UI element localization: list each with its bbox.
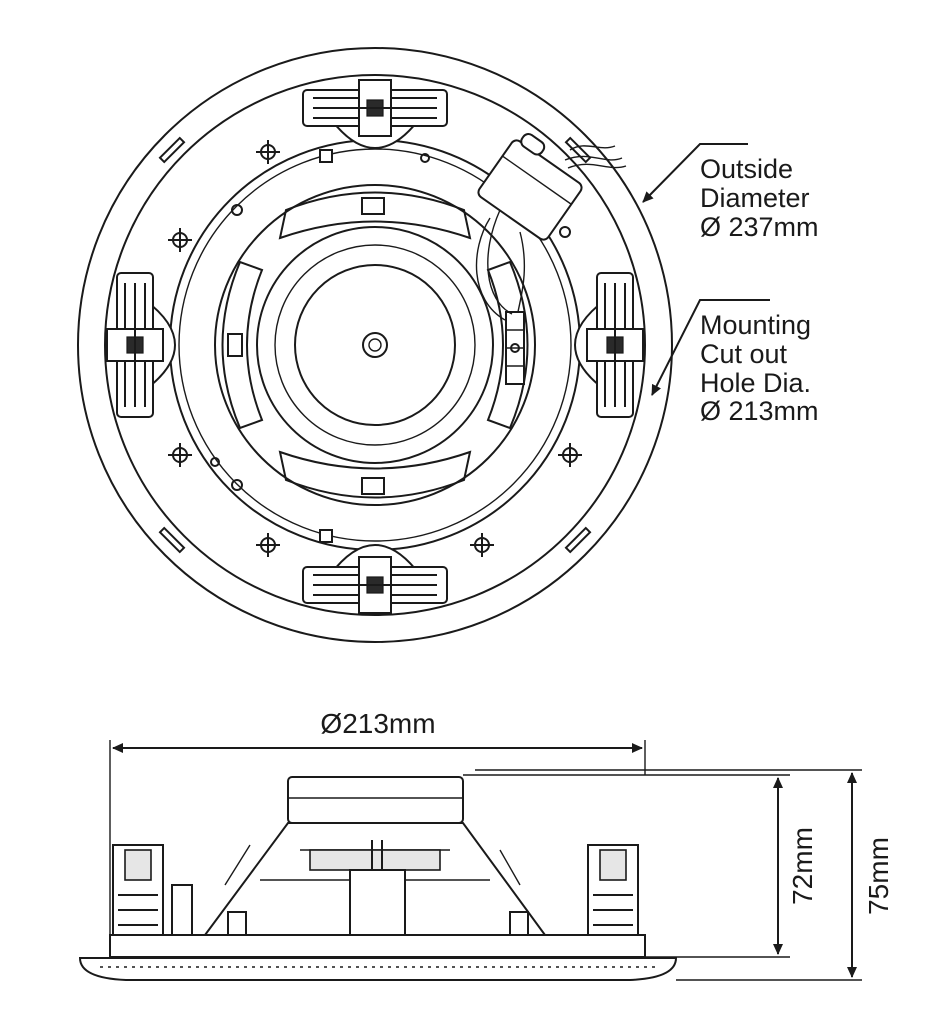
center-hole bbox=[362, 332, 388, 358]
side-view: Ø213mm bbox=[78, 708, 894, 981]
inner-rim bbox=[104, 74, 646, 616]
label-outside-diameter: Outside Diameter Ø 237mm bbox=[700, 154, 819, 242]
terminal-block bbox=[505, 311, 525, 385]
crossover-box bbox=[477, 133, 583, 241]
cutout-line-1: Mounting bbox=[700, 310, 811, 340]
basket-ring bbox=[214, 184, 536, 506]
cutout-line-4: Ø 213mm bbox=[700, 396, 819, 426]
callout-cutout bbox=[651, 299, 770, 396]
width-dimension: Ø213mm bbox=[320, 708, 435, 739]
mounting-flange bbox=[109, 934, 646, 958]
cutout-line-2: Cut out bbox=[700, 339, 788, 369]
callout-outside bbox=[642, 143, 748, 203]
clamp-top bbox=[302, 79, 448, 149]
magnet bbox=[287, 776, 464, 824]
dust-cap bbox=[294, 264, 456, 426]
mounting-screws bbox=[168, 140, 582, 557]
frame-holes bbox=[210, 149, 571, 543]
outside-line-1: Outside bbox=[700, 154, 793, 184]
rim-slots bbox=[158, 136, 592, 554]
body-depth-dimension: 72mm bbox=[787, 827, 818, 905]
clamp-left bbox=[106, 272, 176, 418]
grille-face bbox=[78, 957, 678, 981]
wires bbox=[475, 145, 627, 321]
basket-windows bbox=[221, 191, 529, 499]
outside-line-2: Diameter bbox=[700, 183, 810, 213]
cutout-line-3: Hole Dia. bbox=[700, 368, 811, 398]
total-depth-dimension: 75mm bbox=[863, 837, 894, 915]
label-cutout: Mounting Cut out Hole Dia. Ø 213mm bbox=[700, 310, 819, 426]
outside-line-3: Ø 237mm bbox=[700, 212, 819, 242]
top-view bbox=[77, 47, 673, 643]
side-clamp-left bbox=[112, 844, 164, 936]
side-clamp-right bbox=[587, 844, 639, 936]
clamp-right bbox=[574, 272, 644, 418]
clamp-bottom bbox=[302, 544, 448, 614]
